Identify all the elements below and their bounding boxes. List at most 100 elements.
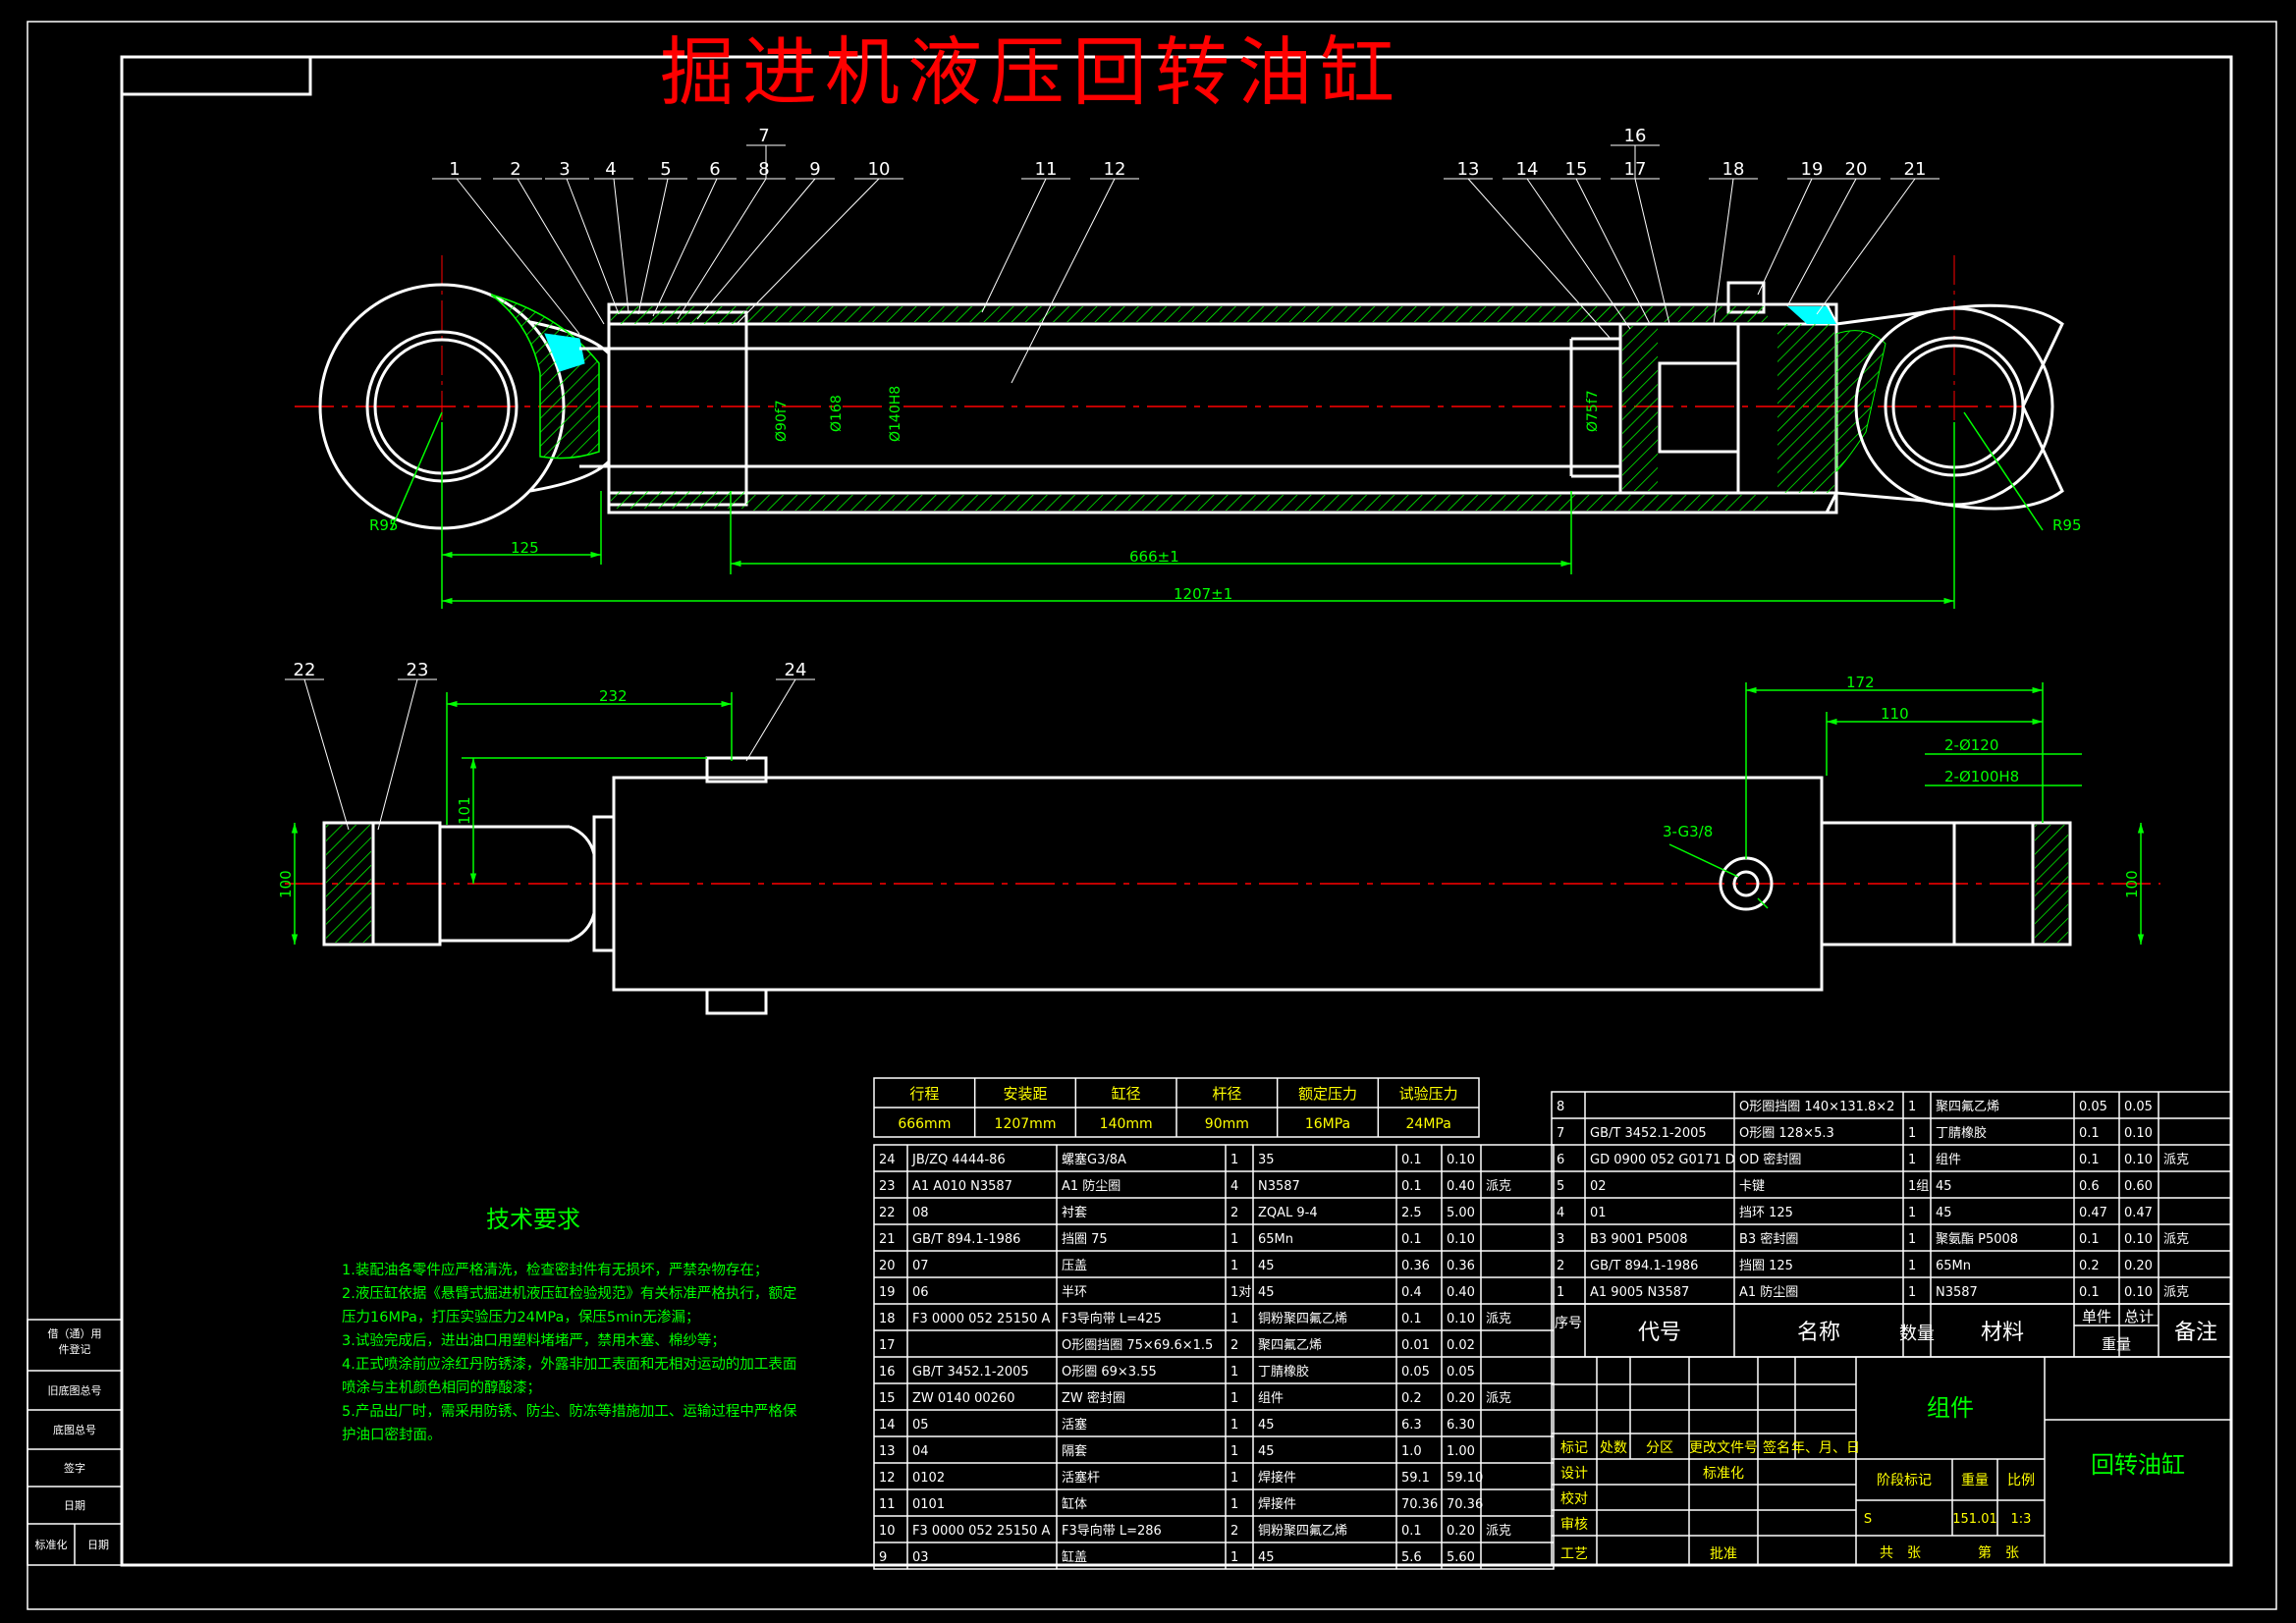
bom-cell: 1组 bbox=[1908, 1179, 1929, 1194]
side-block: 借（通）用 件登记 旧底图总号 底图总号 签字 日期 标准化 日期 bbox=[27, 1319, 123, 1566]
bom-cell: F3导向带 L=425 bbox=[1062, 1311, 1162, 1326]
bom-cell: 0.05 bbox=[2124, 1100, 2153, 1114]
bom-cell: 1 bbox=[1908, 1126, 1916, 1141]
bom-cell: 活塞杆 bbox=[1062, 1470, 1100, 1486]
bom-cell: 65Mn bbox=[1936, 1259, 1971, 1273]
bom-cell: 02 bbox=[1590, 1179, 1607, 1194]
bom-cell: 11 bbox=[879, 1497, 896, 1512]
spec-value: 666mm bbox=[898, 1116, 951, 1132]
bom-cell: OD 密封圈 bbox=[1739, 1152, 1801, 1167]
side-sign: 签字 bbox=[64, 1461, 85, 1475]
bom-cell: GB/T 3452.1-2005 bbox=[912, 1365, 1029, 1380]
bom-cell: 0.10 bbox=[2124, 1285, 2153, 1300]
callout-9: 9 bbox=[809, 159, 820, 180]
tech-line: 护油口密封面。 bbox=[342, 1427, 442, 1443]
bom-cell: 0.05 bbox=[1447, 1365, 1475, 1380]
bom-cell: 0.10 bbox=[2124, 1126, 2153, 1141]
bom-cell: 0101 bbox=[912, 1497, 945, 1512]
bom-cell: 0.40 bbox=[1447, 1179, 1475, 1194]
bom-cell: 4 bbox=[1557, 1206, 1564, 1220]
bom-header-qty: 数量 bbox=[1899, 1324, 1935, 1344]
bom-cell: O形圈挡圈 140×131.8×2 bbox=[1739, 1100, 1894, 1114]
spec-value: 24MPa bbox=[1406, 1116, 1451, 1132]
bom-cell: 挡圈 125 bbox=[1739, 1259, 1793, 1273]
bom-cell: 0.2 bbox=[2079, 1259, 2100, 1273]
bom-cell: 17 bbox=[879, 1338, 896, 1353]
bom-header-remark: 备注 bbox=[2174, 1321, 2217, 1345]
spec-header: 行程 bbox=[909, 1085, 939, 1103]
bom-cell: 1.00 bbox=[1447, 1444, 1475, 1459]
dim-outer-dia: Ø168 bbox=[829, 395, 845, 432]
bom-cell: 6.3 bbox=[1401, 1418, 1422, 1433]
spec-value: 90mm bbox=[1205, 1116, 1249, 1132]
bom-header-total: 总计 bbox=[2124, 1308, 2154, 1325]
bom-cell: 21 bbox=[879, 1232, 896, 1247]
tb-stage-mark: 阶段标记 bbox=[1877, 1473, 1932, 1488]
callout-11: 11 bbox=[1035, 159, 1058, 180]
bom-cell: ZW 0140 00260 bbox=[912, 1391, 1014, 1406]
bom-cell: 1 bbox=[1230, 1312, 1238, 1326]
tb-scale-value: 1:3 bbox=[2011, 1512, 2032, 1527]
callout-24: 24 bbox=[785, 660, 807, 680]
callout-18: 18 bbox=[1722, 159, 1745, 180]
bom-cell: 0.1 bbox=[2079, 1153, 2100, 1167]
dim-100-left: 100 bbox=[277, 870, 295, 898]
bom-cell: 0.02 bbox=[1447, 1338, 1475, 1353]
bom-cell: 0.6 bbox=[2079, 1179, 2100, 1194]
bom-cell: A1 A010 N3587 bbox=[912, 1179, 1012, 1194]
spec-value: 1207mm bbox=[995, 1116, 1057, 1132]
spec-header: 缸径 bbox=[1112, 1085, 1141, 1103]
dim-101: 101 bbox=[456, 796, 473, 825]
bom-cell: 派克 bbox=[1486, 1179, 1511, 1194]
bom-cell: 1 bbox=[1908, 1259, 1916, 1273]
bom-cell: N3587 bbox=[1936, 1285, 1978, 1300]
bom-cell: 1 bbox=[1230, 1259, 1238, 1273]
bom-cell: F3 0000 052 25150 A bbox=[912, 1312, 1051, 1326]
bom-cell: 螺塞G3/8A bbox=[1062, 1152, 1126, 1167]
spec-header: 额定压力 bbox=[1298, 1085, 1357, 1103]
bom-cell: 2 bbox=[1230, 1206, 1238, 1220]
dim-232: 232 bbox=[599, 687, 628, 705]
bom-cell: 2 bbox=[1557, 1259, 1564, 1273]
title-block: 标记 处数 分区 更改文件号 签名 年、月、日 设计 标准化 校对 审核 工艺 … bbox=[1551, 1356, 2232, 1566]
bom-cell: 23 bbox=[879, 1179, 896, 1194]
bom-cell: 4 bbox=[1230, 1179, 1238, 1194]
side-lend: 借（通）用 bbox=[48, 1327, 102, 1340]
bom-cell: 1 bbox=[1908, 1206, 1916, 1220]
bom-cell: 聚氨酯 P5008 bbox=[1936, 1232, 2018, 1247]
bom-cell: 0.1 bbox=[1401, 1312, 1422, 1326]
tb-assembly: 组件 bbox=[1927, 1394, 1974, 1422]
tb-standardize: 标准化 bbox=[1703, 1466, 1744, 1482]
bom-cell: GB/T 894.1-1986 bbox=[1590, 1259, 1698, 1273]
side-base-no: 底图总号 bbox=[53, 1423, 96, 1436]
bom-cell: O形圈 69×3.55 bbox=[1062, 1365, 1157, 1380]
bom-cell: 45 bbox=[1258, 1285, 1275, 1300]
bom-cell: 35 bbox=[1258, 1153, 1275, 1167]
tb-label-date: 年、月、日 bbox=[1791, 1440, 1860, 1456]
bom-cell: 1 bbox=[1908, 1100, 1916, 1114]
bom-cell: 0.20 bbox=[1447, 1524, 1475, 1539]
bom-cell: 衬套 bbox=[1062, 1205, 1087, 1220]
dim-r95-right: R95 bbox=[2052, 516, 2082, 534]
spec-value: 140mm bbox=[1100, 1116, 1153, 1132]
tb-weight-value: 151.01 bbox=[1952, 1512, 1997, 1527]
bom-header-seq: 序号 bbox=[1555, 1316, 1582, 1331]
bom-cell: JB/ZQ 4444-86 bbox=[911, 1153, 1006, 1167]
bom-cell: 03 bbox=[912, 1550, 929, 1565]
bom-cell: N3587 bbox=[1258, 1179, 1300, 1194]
tb-label-zone: 分区 bbox=[1646, 1440, 1673, 1456]
bom-cell: 0.40 bbox=[1447, 1285, 1475, 1300]
spec-table: 行程666mm安装距1207mm缸径140mm杆径90mm额定压力16MPa试验… bbox=[873, 1077, 1480, 1138]
dim-dia100: 2-Ø100H8 bbox=[1944, 768, 2019, 785]
callout-20: 20 bbox=[1845, 159, 1868, 180]
dim-666: 666±1 bbox=[1129, 548, 1179, 566]
bom-cell: 5.60 bbox=[1447, 1550, 1475, 1565]
bom-cell: 3 bbox=[1557, 1232, 1564, 1247]
bom-cell: 45 bbox=[1936, 1206, 1952, 1220]
callout-12: 12 bbox=[1104, 159, 1126, 180]
bom-cell: 0.47 bbox=[2079, 1206, 2107, 1220]
bom-cell: 05 bbox=[912, 1418, 929, 1433]
bom-cell: 18 bbox=[879, 1312, 896, 1326]
bom-cell: 0.60 bbox=[2124, 1179, 2153, 1194]
bom-cell: ZW 密封圈 bbox=[1062, 1390, 1125, 1406]
